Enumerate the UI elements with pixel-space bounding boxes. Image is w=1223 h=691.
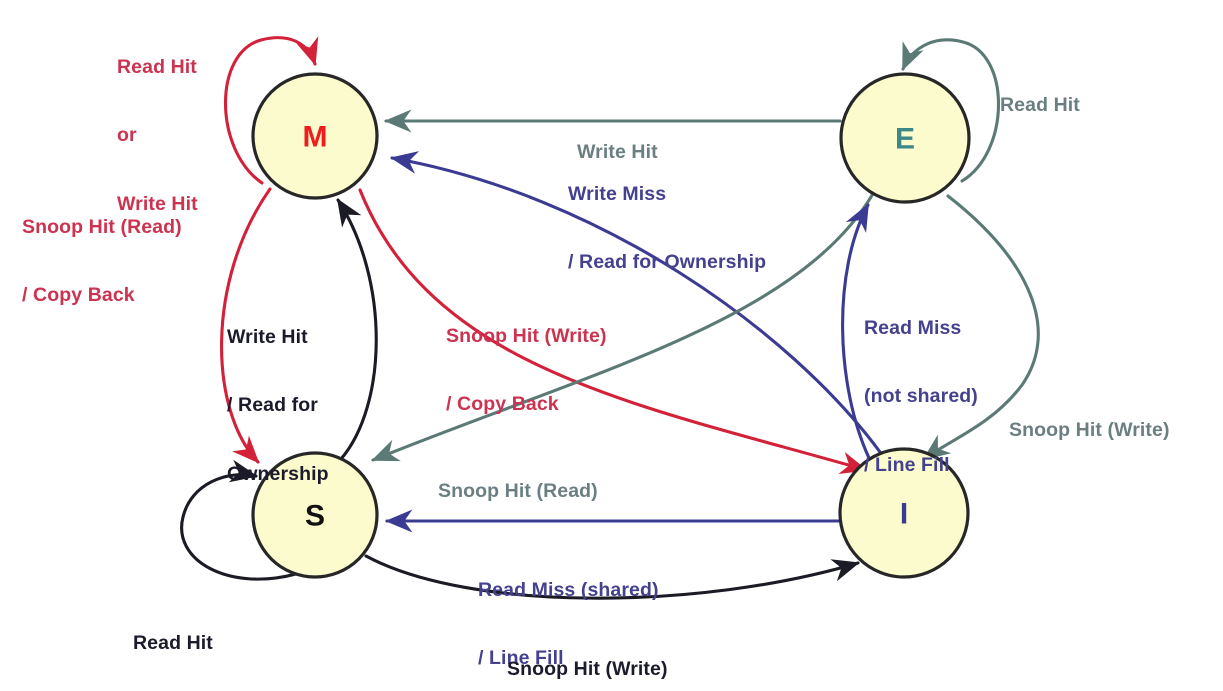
state-label-s: S [305,500,325,533]
edge-s-to-m [336,198,378,461]
edge-label-m-self-line3: Write Hit [117,192,198,215]
edge-label-s-to-i-text: Snoop Hit (Write) [507,657,668,680]
edge-label-i-to-m-line2: / Read for Ownership [568,251,767,274]
edge-label-s-self: Read Hit or Snoop Hit (Read) [133,586,293,691]
edge-label-e-self: Read Hit [1000,48,1080,162]
edge-label-i-to-e-line2: (not shared) [864,385,978,408]
edge-label-e-to-s-text: Snoop Hit (Read) [438,479,598,502]
state-circle-i[interactable] [838,447,970,579]
state-circle-s[interactable] [251,451,379,579]
edge-label-s-to-m-line1: Write Hit [227,325,308,348]
state-label-e: E [895,123,915,156]
edge-e-to-i [922,194,1040,461]
edge-label-s-to-m-line2: / Read for [227,394,318,417]
edge-label-e-to-i: Snoop Hit (Write) [1009,373,1170,487]
edge-label-m-to-s-line1: Snoop Hit (Read) [22,215,182,238]
edge-label-m-self-line1: Read Hit [117,55,197,78]
edge-label-m-self: Read Hit or Write Hit [117,10,198,261]
edge-label-e-to-i-text: Snoop Hit (Write) [1009,418,1170,441]
edge-label-m-self-line2: or [117,124,137,147]
edge-i-to-e [841,203,871,460]
edge-m-self-loop [224,36,319,185]
state-circle-m[interactable] [251,72,379,200]
edge-label-s-to-i: Snoop Hit (Write) [507,612,668,691]
edge-label-m-to-s: Snoop Hit (Read) / Copy Back [22,170,182,353]
edge-label-i-to-s-line1: Read Miss (shared) [478,578,659,601]
edge-e-to-s [371,190,876,462]
edge-label-m-to-s-line2: / Copy Back [22,284,135,307]
edge-m-to-i [358,188,868,474]
state-circle-e[interactable] [839,72,971,204]
state-label-m: M [303,121,328,154]
edge-label-m-to-i-line1: Snoop Hit (Write) [446,324,607,347]
edge-label-e-self-text: Read Hit [1000,93,1080,116]
edge-label-i-to-e: Read Miss (not shared) / Line Fill [864,271,978,522]
state-label-i: I [900,498,908,531]
edge-m-to-s [220,187,272,464]
state-node-s[interactable]: S [251,451,379,579]
edge-label-e-to-m: Write Hit [577,95,658,209]
edge-label-m-to-i: Snoop Hit (Write) / Copy Back [446,279,607,462]
edge-label-i-to-e-line3: / Line Fill [864,453,950,476]
edge-label-e-to-m-text: Write Hit [577,140,658,163]
state-node-e[interactable]: E [839,72,971,204]
edge-label-i-to-e-line1: Read Miss [864,316,962,339]
edge-label-m-to-i-line2: / Copy Back [446,393,559,416]
edge-label-i-to-s: Read Miss (shared) / Line Fill [478,533,659,691]
edge-label-s-to-m-line3: Ownership [227,462,329,485]
edge-s-self-loop [180,459,298,581]
state-node-m[interactable]: M [251,72,379,200]
edge-e-self-loop [901,38,1000,183]
edge-label-i-to-s-line2: / Line Fill [478,647,564,670]
edge-label-s-self-line1: Read Hit [133,631,213,654]
edge-label-i-to-m-line1: Write Miss [568,182,667,205]
edge-s-to-i [364,554,860,600]
edge-label-i-to-m: Write Miss / Read for Ownership [568,137,766,320]
edge-i-to-m [390,151,882,454]
edge-label-s-to-m: Write Hit / Read for Ownership [227,280,329,531]
state-node-i[interactable]: I [838,447,970,579]
edge-label-e-to-s: Snoop Hit (Read) [438,434,598,548]
